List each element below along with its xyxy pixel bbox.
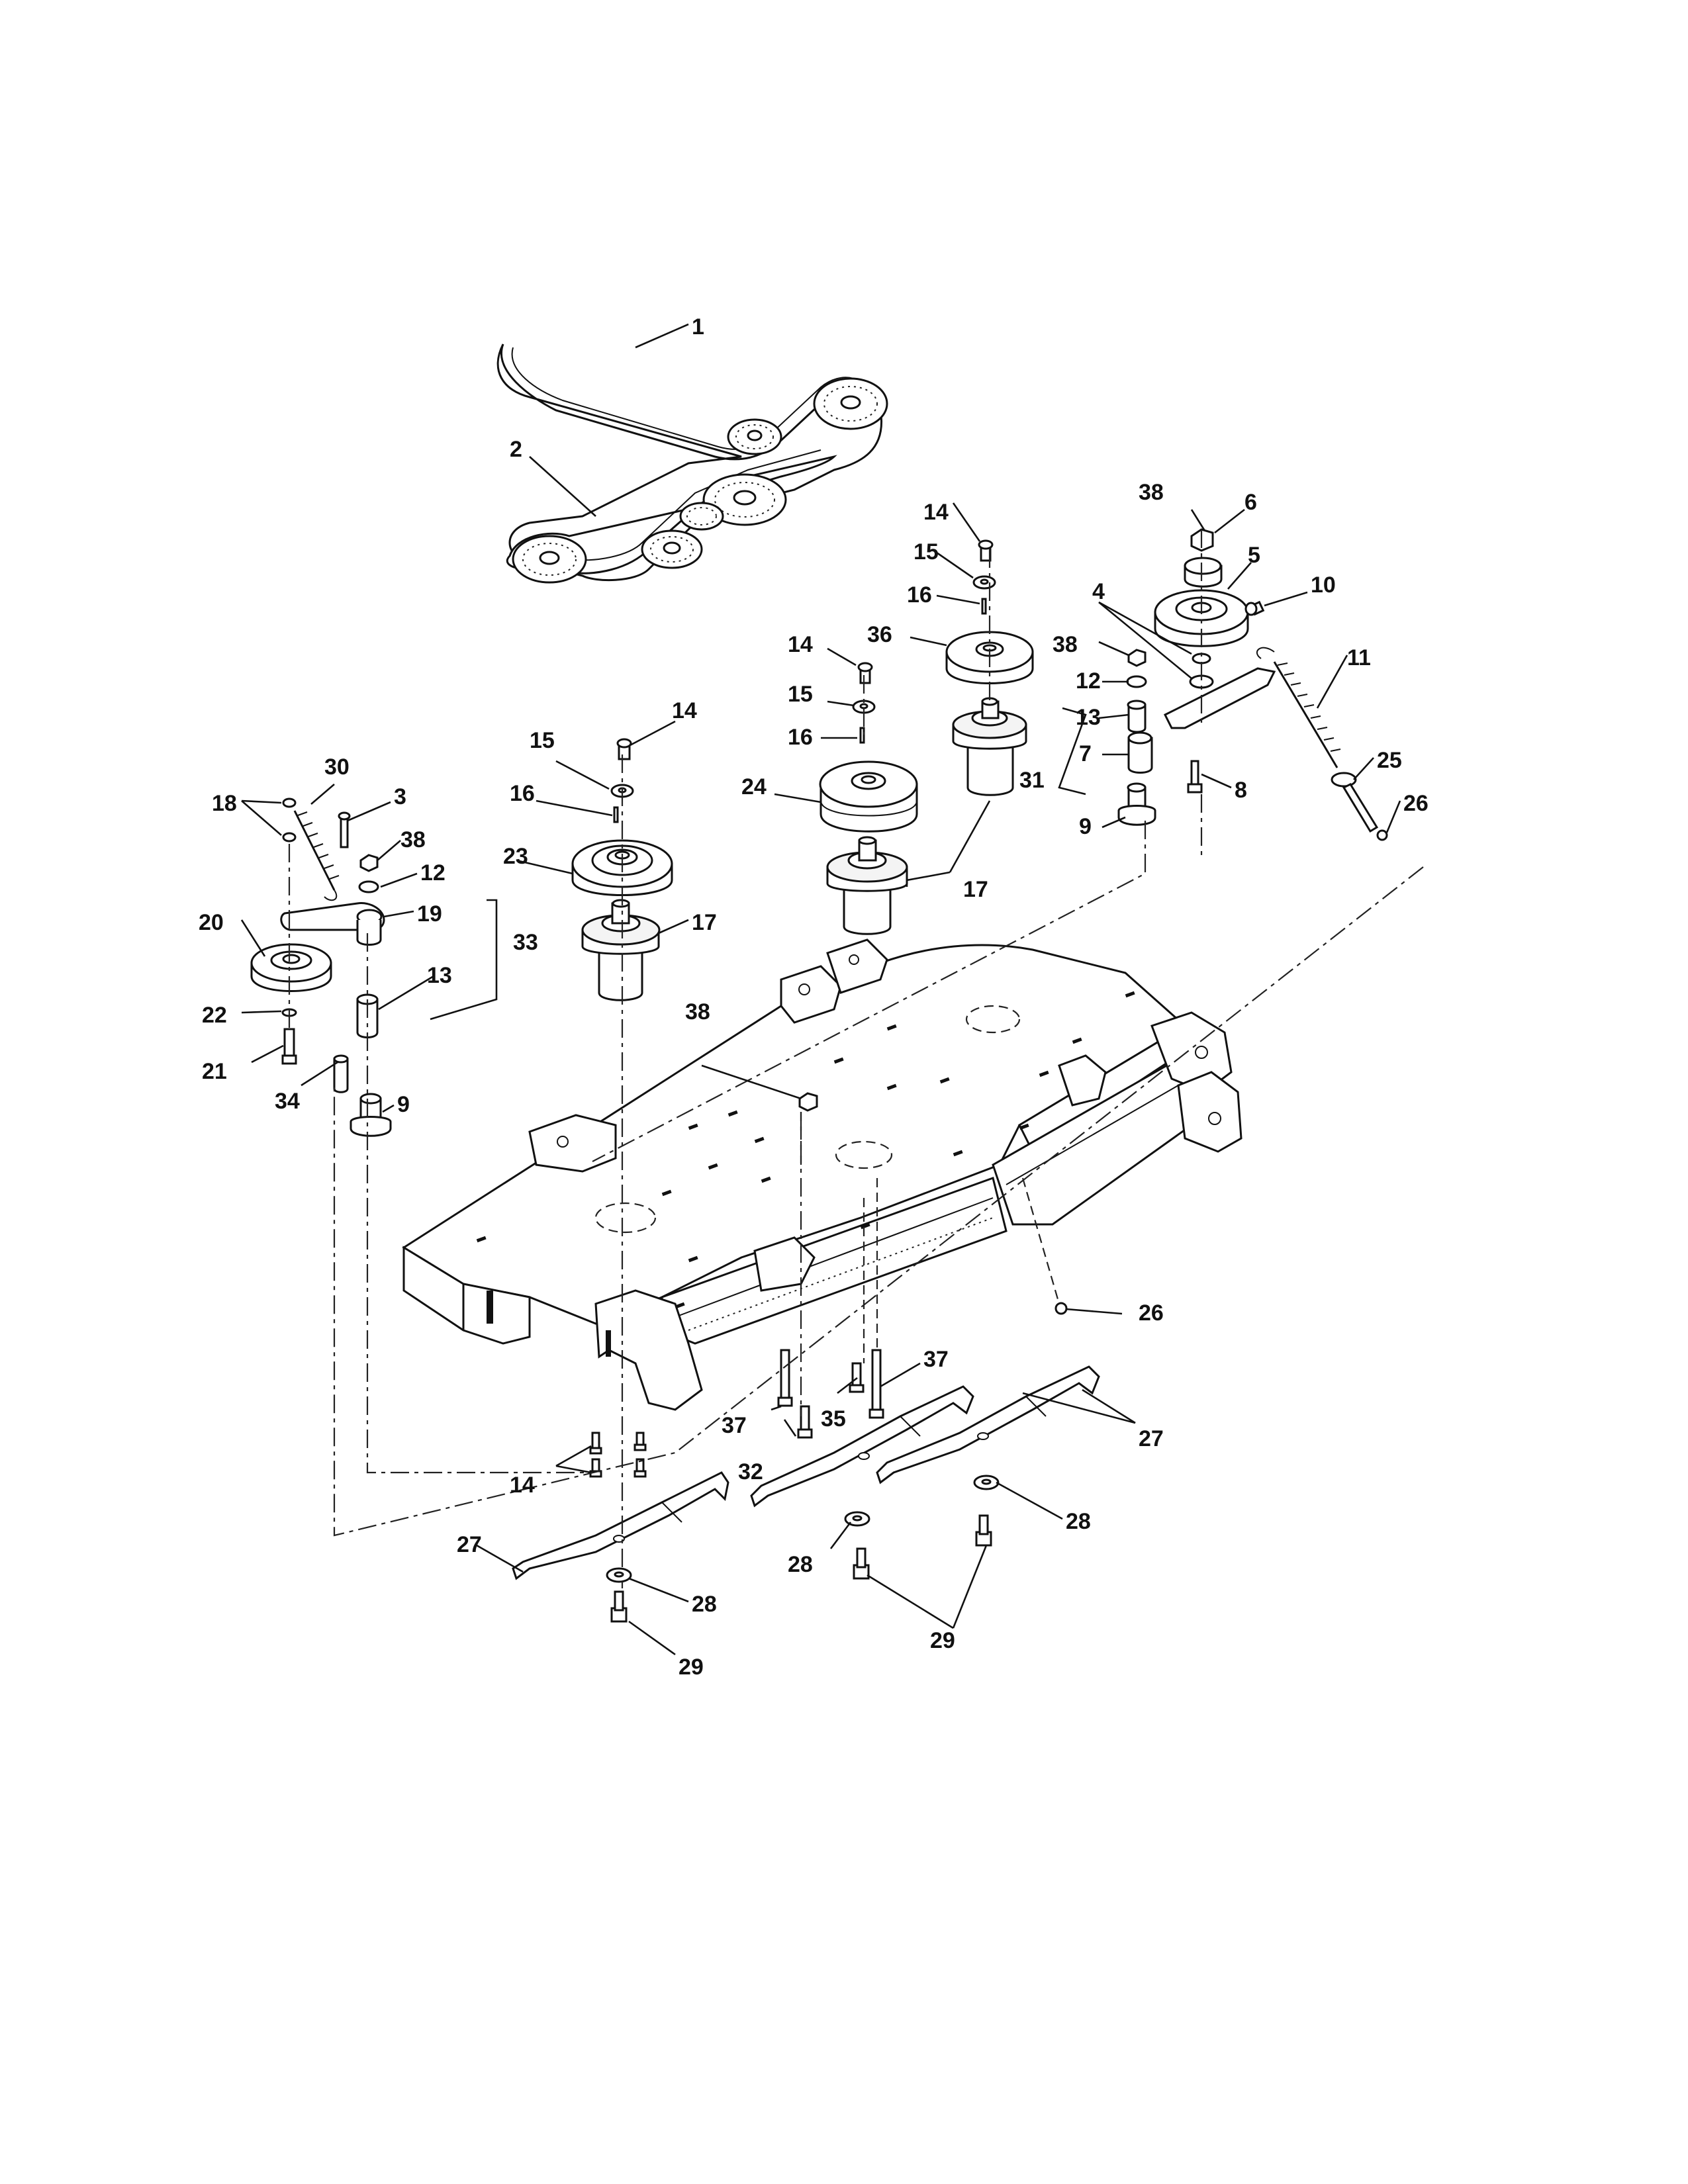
left-spindle-assembly — [571, 738, 673, 1001]
belt-pulley — [641, 529, 703, 569]
callout-labels: 1 2 3 4 5 6 7 8 9 9 10 11 12 12 13 13 14… — [199, 314, 1429, 1680]
belt-pulley — [512, 535, 587, 584]
callout-14: 14 — [923, 500, 949, 525]
callout-16: 16 — [907, 582, 932, 608]
leader-lines — [240, 323, 1401, 1656]
callout-29: 29 — [679, 1655, 704, 1680]
callout-21: 21 — [202, 1059, 227, 1084]
right-spindle-assembly — [945, 539, 1034, 796]
callout-18: 18 — [212, 791, 237, 816]
callout-5: 5 — [1248, 543, 1260, 568]
belt-pulley — [702, 473, 787, 526]
callout-28: 28 — [788, 1552, 813, 1577]
left-idler-assembly — [250, 797, 392, 1137]
blade-bolt — [610, 1590, 628, 1623]
callout-1: 1 — [692, 314, 704, 340]
belt-pulley — [727, 418, 782, 455]
callout-35: 35 — [821, 1406, 846, 1432]
callout-38: 38 — [685, 999, 710, 1024]
callout-7: 7 — [1079, 741, 1092, 766]
callout-32: 32 — [738, 1459, 763, 1484]
blade-washer — [606, 1567, 632, 1583]
callout-37: 37 — [923, 1347, 949, 1372]
callout-33: 33 — [513, 930, 538, 955]
callout-36: 36 — [867, 622, 892, 647]
callout-30: 30 — [324, 754, 350, 780]
callout-10: 10 — [1311, 572, 1336, 598]
callout-15: 15 — [530, 728, 555, 753]
callout-13: 13 — [427, 963, 452, 988]
callout-8: 8 — [1235, 778, 1247, 803]
cutter-blade-left — [512, 1471, 729, 1580]
callout-19: 19 — [417, 901, 442, 927]
callout-4: 4 — [1092, 579, 1105, 604]
callout-24: 24 — [741, 774, 767, 799]
callout-15: 15 — [914, 539, 939, 565]
callout-12: 12 — [1076, 668, 1101, 694]
callout-14: 14 — [510, 1473, 535, 1498]
cutter-blade-center — [750, 1385, 974, 1508]
callout-26: 26 — [1139, 1300, 1164, 1326]
callout-27: 27 — [1139, 1426, 1164, 1451]
blade-washer — [844, 1511, 870, 1527]
callout-34: 34 — [275, 1089, 300, 1114]
callout-14: 14 — [672, 698, 697, 723]
mower-deck — [402, 938, 1243, 1411]
callout-15: 15 — [788, 682, 813, 707]
callout-31: 31 — [1019, 768, 1045, 793]
callout-2: 2 — [510, 437, 522, 462]
blade-washer — [973, 1475, 1000, 1490]
callout-20: 20 — [199, 910, 224, 935]
callout-38: 38 — [1139, 480, 1164, 505]
callout-16: 16 — [510, 781, 535, 806]
callout-13: 13 — [1076, 705, 1101, 730]
blade-bolt — [975, 1514, 992, 1547]
callout-28: 28 — [692, 1592, 717, 1617]
callout-22: 22 — [202, 1003, 227, 1028]
callout-28: 28 — [1066, 1509, 1091, 1534]
callout-38: 38 — [1053, 632, 1078, 657]
callout-17: 17 — [692, 910, 717, 935]
callout-26: 26 — [1403, 791, 1429, 816]
callout-23: 23 — [503, 844, 528, 869]
blade-bolt — [853, 1547, 870, 1580]
callout-17: 17 — [963, 877, 988, 902]
belt-pulley — [813, 377, 888, 430]
assembly-center-lines — [288, 529, 1424, 1588]
callout-6: 6 — [1244, 490, 1257, 515]
callout-25: 25 — [1377, 748, 1402, 773]
cutter-blade-right — [876, 1365, 1100, 1484]
callout-12: 12 — [420, 860, 445, 886]
callout-16: 16 — [788, 725, 813, 750]
callout-38: 38 — [400, 827, 426, 852]
callout-29: 29 — [930, 1628, 955, 1653]
callout-9: 9 — [1079, 814, 1092, 839]
drive-belts — [496, 343, 888, 584]
callout-27: 27 — [457, 1532, 482, 1557]
callout-37: 37 — [722, 1413, 747, 1438]
right-idler-assembly — [1117, 528, 1388, 841]
callout-3: 3 — [394, 784, 406, 809]
callout-14: 14 — [788, 632, 813, 657]
center-spindle-assembly — [819, 662, 918, 935]
belt-pulley — [679, 502, 724, 531]
callout-9: 9 — [397, 1092, 410, 1117]
callout-11: 11 — [1347, 645, 1371, 670]
